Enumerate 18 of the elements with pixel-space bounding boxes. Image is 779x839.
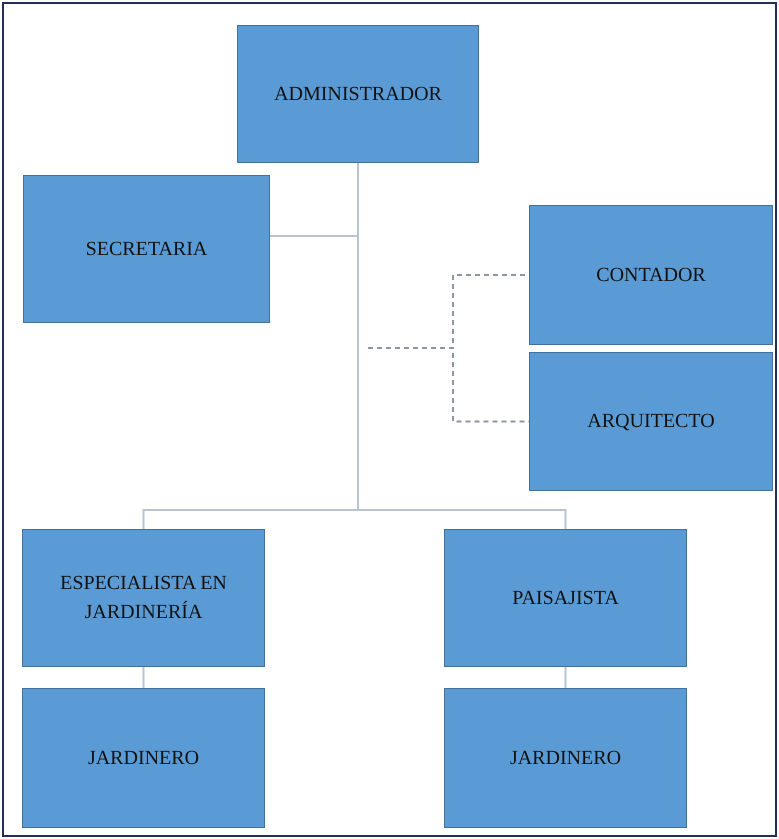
position-title: SECRETARIA	[86, 236, 208, 262]
position-box	[23, 175, 270, 323]
position-title: ARQUITECTO	[587, 409, 715, 434]
position-box	[22, 529, 265, 667]
position-box	[22, 688, 265, 828]
position-box	[529, 205, 773, 345]
position-title: JARDINERO	[510, 746, 622, 770]
connector-line	[142, 667, 144, 688]
position-title: ADMINISTRADOR	[274, 82, 442, 106]
position-title: CONTADOR	[596, 262, 706, 288]
position-title: JARDINERO	[88, 746, 200, 770]
position-title: ESPECIALISTA EN JARDINERÍA	[59, 571, 228, 625]
position-box	[237, 25, 479, 163]
position-title: PAISAJISTA	[512, 586, 619, 610]
position-box	[529, 352, 773, 491]
position-box	[444, 529, 687, 667]
connector-line	[564, 667, 566, 688]
position-box	[444, 688, 687, 828]
